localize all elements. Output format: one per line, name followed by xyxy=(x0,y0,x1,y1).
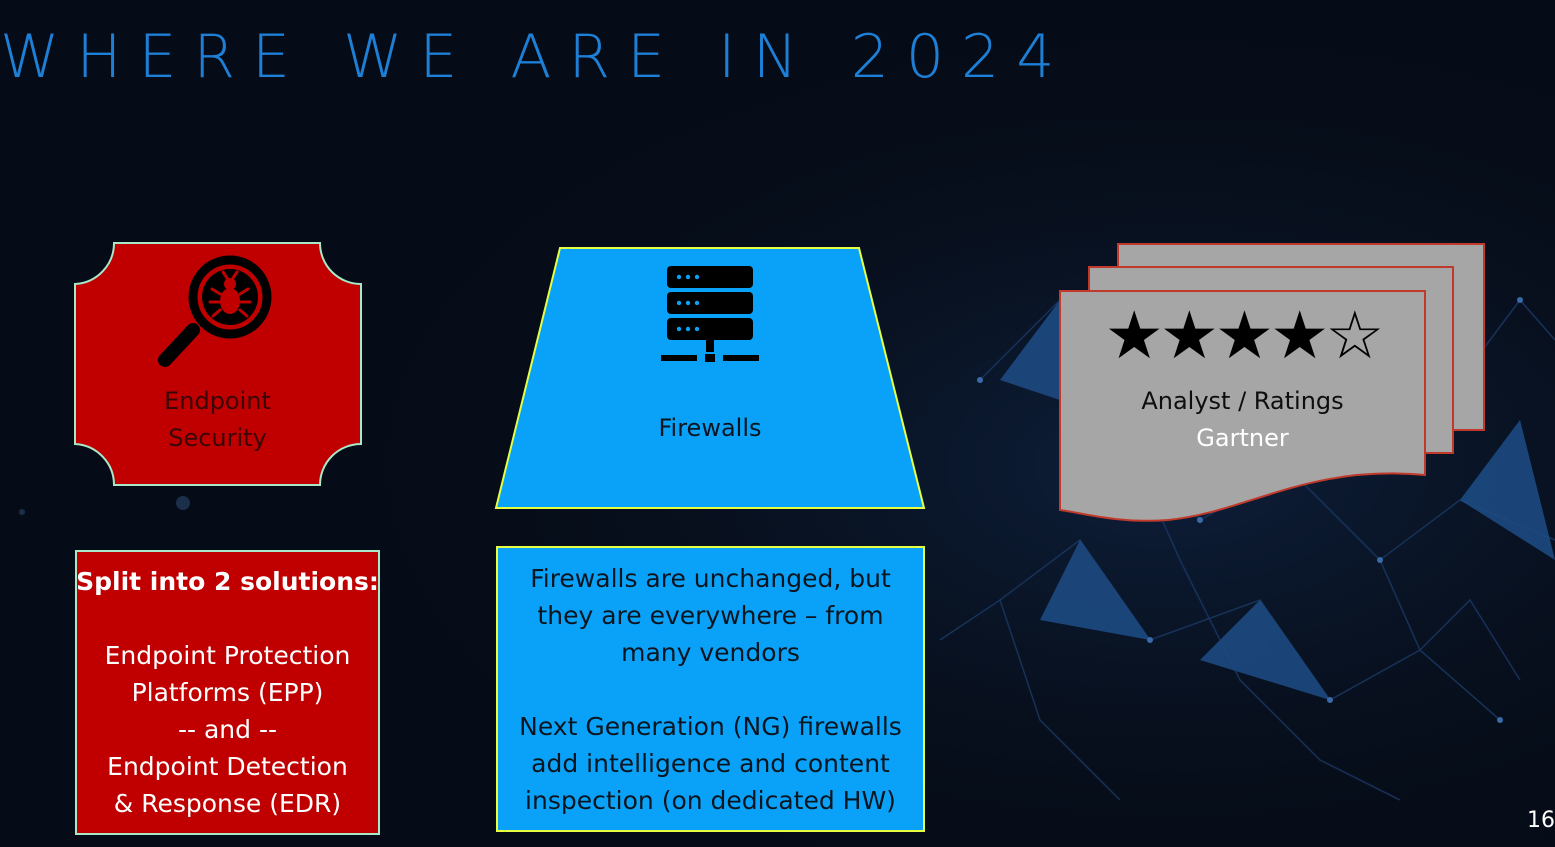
endpoint-detail-line: Endpoint Protection xyxy=(104,641,351,670)
firewall-detail-line: Firewalls are unchanged, but xyxy=(530,563,891,593)
ratings-label: Analyst / Ratings xyxy=(1141,387,1344,415)
endpoint-card-label: Endpoint Security xyxy=(75,383,360,457)
server-network-icon xyxy=(661,266,759,362)
endpoint-card xyxy=(74,242,362,486)
endpoint-detail-line: -- and -- xyxy=(177,715,277,744)
endpoint-detail-heading: Split into 2 solutions: xyxy=(76,567,379,596)
firewall-detail-line: Next Generation (NG) firewalls xyxy=(519,711,902,741)
endpoint-detail-line: & Response (EDR) xyxy=(113,789,342,818)
page-number: 16 xyxy=(1527,808,1555,833)
endpoint-label-line2: Security xyxy=(168,424,267,452)
slide-title: WHERE WE ARE IN 2024 xyxy=(0,22,1072,92)
magnifier-bug-icon xyxy=(158,255,272,367)
firewall-card xyxy=(494,247,926,509)
firewall-detail-box: Firewalls are unchanged, but they are ev… xyxy=(496,546,925,832)
endpoint-detail-line: Endpoint Detection xyxy=(107,752,348,781)
ratings-card-label: Analyst / Ratings Gartner xyxy=(1060,383,1425,457)
firewall-detail-line: inspection (on dedicated HW) xyxy=(525,785,896,815)
endpoint-label-line1: Endpoint xyxy=(164,387,271,415)
firewall-detail-line: many vendors xyxy=(621,637,800,667)
endpoint-detail-box: Split into 2 solutions: Endpoint Protect… xyxy=(75,550,380,835)
ratings-card xyxy=(1059,243,1485,522)
ratings-vendor: Gartner xyxy=(1196,424,1289,452)
firewall-detail-line: they are everywhere – from xyxy=(537,600,884,630)
firewall-card-label: Firewalls xyxy=(658,414,762,442)
firewall-detail-line: add intelligence and content xyxy=(531,748,890,778)
star-rating-icon: ★★★★☆ xyxy=(1104,297,1385,374)
endpoint-detail-line: Platforms (EPP) xyxy=(131,678,324,707)
